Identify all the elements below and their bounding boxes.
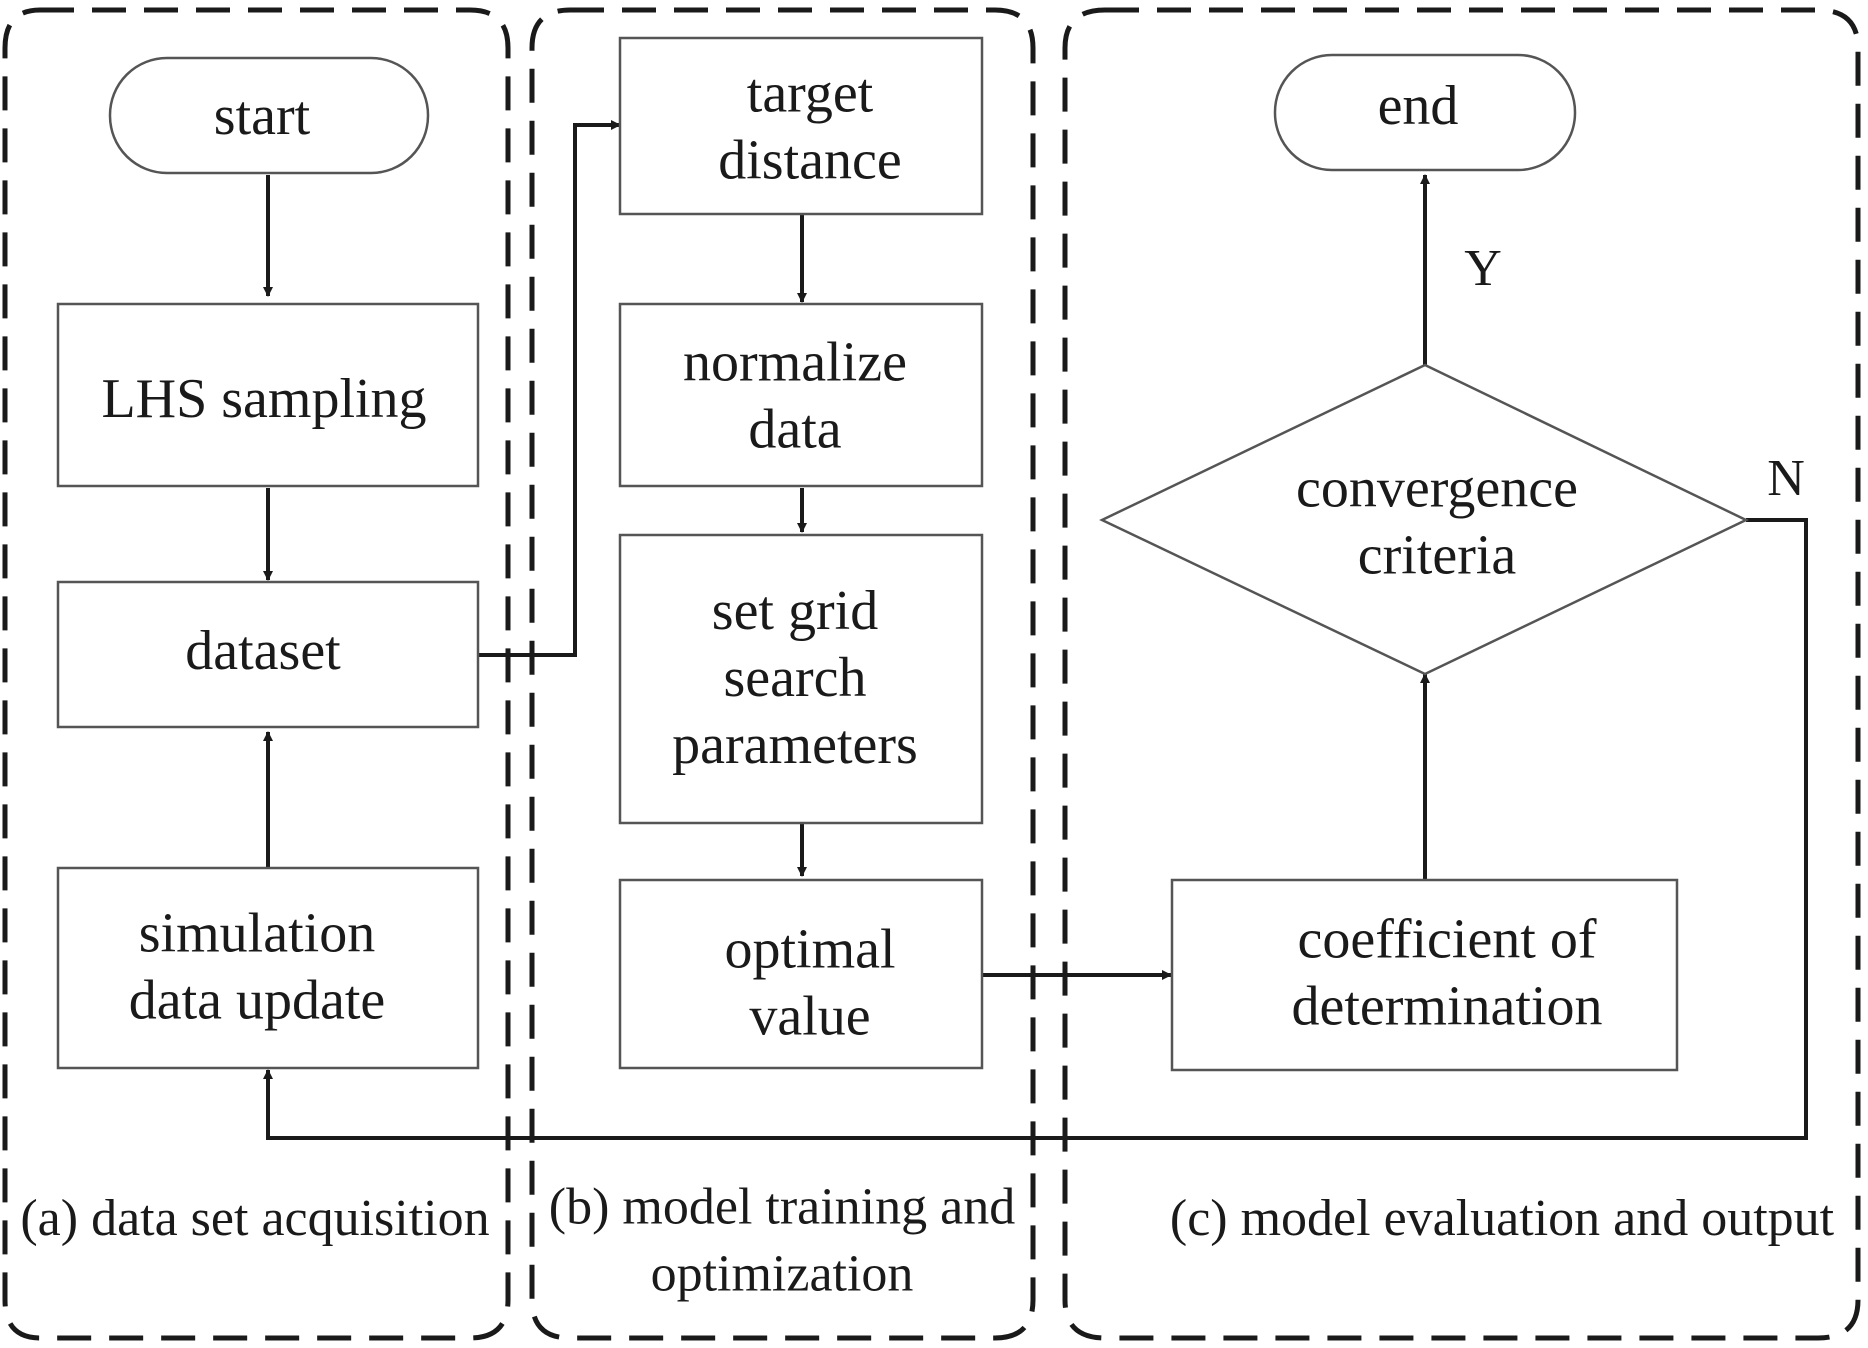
panel-a-label: (a) data set acquisition xyxy=(20,1190,489,1247)
text-line: parameters xyxy=(672,714,918,776)
text-line: data update xyxy=(129,970,386,1032)
end-node: end xyxy=(1273,53,1577,172)
text-line: simulation xyxy=(139,903,375,965)
text-line: distance xyxy=(718,130,901,192)
panel-c-label: (c) model evaluation and output xyxy=(1170,1190,1835,1247)
lhs-sampling-text: LHS sampling xyxy=(101,368,426,430)
lhs-sampling-box: LHS sampling xyxy=(56,302,480,488)
text-line: LHS sampling xyxy=(101,368,426,430)
text-line: convergence xyxy=(1296,458,1578,520)
text-line: value xyxy=(749,986,870,1048)
text-line: criteria xyxy=(1358,525,1517,587)
start-node: start xyxy=(108,56,430,175)
arrow-dataset-to-target xyxy=(478,120,621,657)
text-line: target xyxy=(747,63,874,125)
text-line: search xyxy=(723,647,866,709)
text-line: normalize xyxy=(683,332,907,394)
dataset-text: dataset xyxy=(185,620,341,682)
text-line: start xyxy=(214,85,311,147)
dataset-box: dataset xyxy=(56,580,480,729)
text-line: end xyxy=(1378,75,1459,137)
no-label: N xyxy=(1767,450,1805,507)
panel-b-border xyxy=(529,7,1036,1341)
text-line: dataset xyxy=(185,620,341,682)
yes-label: Y xyxy=(1464,240,1502,297)
end-node-text: end xyxy=(1378,75,1459,137)
panel-a-border xyxy=(2,7,511,1341)
panel-c-border xyxy=(1062,7,1861,1341)
text-line: coefficient of xyxy=(1297,909,1596,971)
text-line: determination xyxy=(1291,976,1602,1038)
start-node-text: start xyxy=(214,85,311,147)
text-line: optimization xyxy=(651,1246,914,1303)
panel-b-label: (b) model training and optimization xyxy=(549,1179,1015,1303)
arrow-convergence-no-loop xyxy=(263,518,1808,1140)
text-line: set grid xyxy=(712,580,878,642)
text-line: (b) model training and xyxy=(549,1179,1015,1236)
text-line: optimal xyxy=(724,919,895,981)
text-line: data xyxy=(748,399,841,461)
